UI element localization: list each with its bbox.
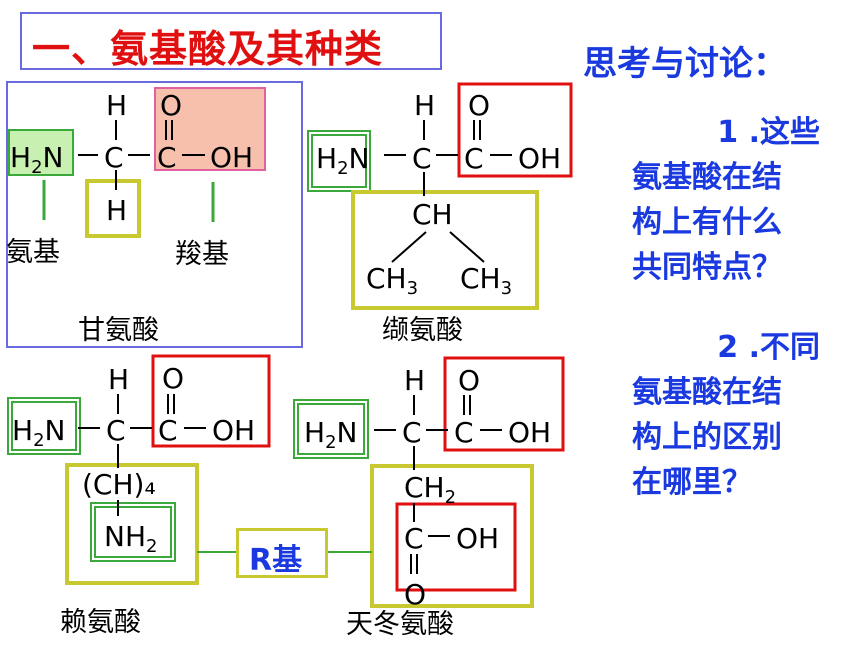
svg-text:O: O (458, 364, 480, 397)
glycine-oh: OH (210, 141, 253, 174)
svg-text:H: H (414, 89, 435, 122)
glycine-h-side: H (106, 194, 127, 227)
svg-text:H: H (108, 363, 129, 396)
svg-text:CH3: CH3 (460, 262, 512, 299)
glycine-carboxyl-highlight (154, 87, 266, 171)
svg-text:OH: OH (212, 414, 255, 447)
glycine-o: O (160, 89, 182, 122)
question-2-line: 构上的区别 (632, 420, 782, 455)
glycine-panel (6, 81, 303, 348)
svg-text:OH: OH (508, 416, 551, 449)
svg-text:C: C (158, 414, 178, 447)
svg-text:H2N: H2N (12, 414, 65, 451)
svg-text:H2N: H2N (316, 142, 369, 179)
svg-text:OH: OH (518, 142, 561, 175)
svg-text:CH3: CH3 (366, 262, 418, 299)
aspartate-oh: OH (456, 522, 499, 555)
svg-text:H2N: H2N (304, 416, 357, 453)
question-1-line: 构上有什么 (632, 205, 782, 240)
svg-text:C: C (402, 416, 422, 449)
question-1-line: 共同特点？ (632, 250, 782, 285)
question-1: 1 .这些 氨基酸在结 构上有什么 共同特点？ (632, 110, 842, 290)
glycine-amino-highlight (8, 129, 74, 176)
question-2-line: 在哪里？ (632, 465, 752, 500)
aspartate-name: 天冬氨酸 (346, 609, 454, 640)
lysine-name: 赖氨酸 (60, 607, 141, 638)
carboxyl-group-label: 羧基 (175, 239, 229, 270)
question-1-line: 氨基酸在结 (632, 160, 782, 195)
valine-name: 缬氨酸 (382, 315, 463, 346)
question-2-line: 氨基酸在结 (632, 375, 782, 410)
slide-title: 一、氨基酸及其种类 (32, 27, 384, 71)
glycine-h-top: H (106, 89, 127, 122)
question-2-first-line: 2 .不同 (717, 330, 820, 365)
svg-text:O: O (468, 89, 490, 122)
r-group-label-box: R基 (236, 528, 328, 578)
svg-text:C: C (454, 416, 474, 449)
glycine-name: 甘氨酸 (78, 315, 159, 346)
glycine-c: C (104, 141, 124, 174)
glycine-c2: C (157, 141, 177, 174)
glycine-r-box (85, 179, 141, 238)
glycine-h2n: H2N (10, 141, 63, 178)
svg-text:C: C (464, 142, 484, 175)
svg-text:H: H (404, 364, 425, 397)
question-1-first-line: 1 .这些 (717, 115, 820, 150)
discussion-heading: 思考与讨论： (583, 44, 787, 84)
svg-text:O: O (162, 362, 184, 395)
r-group-label: R基 (249, 543, 303, 578)
question-2: 2 .不同 氨基酸在结 构上的区别 在哪里？ (632, 325, 842, 505)
aspartate-o: O (404, 578, 426, 611)
lysine-ch4: (CH)₄ (82, 468, 156, 501)
valine-ch: CH (412, 198, 453, 231)
svg-text:NH2: NH2 (104, 520, 157, 557)
svg-text:CH2: CH2 (404, 471, 456, 508)
svg-text:C: C (412, 142, 432, 175)
svg-text:C: C (404, 522, 424, 555)
slide-title-box: 一、氨基酸及其种类 (20, 12, 442, 71)
amino-group-label: 氨基 (6, 237, 60, 268)
svg-text:C: C (106, 414, 126, 447)
